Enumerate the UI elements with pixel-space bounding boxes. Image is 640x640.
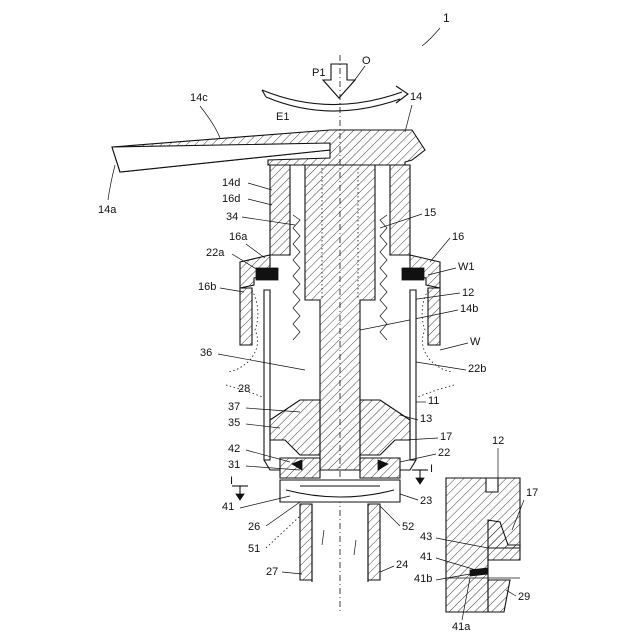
press-arrow-icon	[323, 64, 355, 98]
figure-number: 1	[422, 11, 450, 46]
leader-O	[350, 66, 365, 86]
label-51: 51	[248, 543, 260, 555]
label-E1: E1	[276, 111, 289, 123]
nozzle-head	[112, 130, 425, 172]
leader-22b	[416, 362, 466, 370]
label-14c: 14c	[190, 92, 208, 104]
label-26: 26	[248, 521, 260, 533]
check-valve	[280, 480, 400, 502]
label-W: W	[470, 336, 481, 348]
label-22a: 22a	[206, 247, 225, 259]
label-52: 52	[402, 521, 414, 533]
label-23: 23	[420, 495, 432, 507]
label-31: 31	[228, 459, 240, 471]
leader-14d	[248, 183, 272, 190]
label-35: 35	[228, 417, 240, 429]
label-37: 37	[228, 401, 240, 413]
detail-label-43: 43	[420, 531, 432, 543]
label-16d: 16d	[222, 193, 240, 205]
label-14: 14	[410, 91, 422, 103]
leader-14b	[360, 310, 458, 330]
label-41: 41	[222, 501, 234, 513]
leader-24	[380, 566, 394, 572]
label-22: 22	[438, 447, 450, 459]
leader-14c	[200, 106, 220, 138]
section-mark-left	[232, 486, 248, 500]
label-22b: 22b	[468, 363, 486, 375]
leader-16a	[246, 244, 265, 258]
label-42: 42	[228, 443, 240, 455]
detail-label-29: 29	[518, 591, 530, 603]
leader-14a	[108, 165, 115, 200]
label-13: 13	[420, 413, 432, 425]
section-mark-right	[412, 470, 428, 484]
spring-left	[293, 215, 300, 340]
label-P1: P1	[312, 67, 325, 79]
label-17: 17	[440, 431, 452, 443]
leader-36	[218, 354, 305, 370]
leader-27	[282, 572, 302, 574]
label-28: 28	[238, 383, 250, 395]
leader-26	[266, 502, 300, 526]
label-I-left: I	[230, 475, 233, 487]
seal-ring-right	[402, 268, 424, 280]
detail-label-12: 12	[492, 435, 504, 447]
label-36: 36	[200, 347, 212, 359]
leader-16	[430, 238, 450, 262]
label-16: 16	[452, 231, 464, 243]
detail-label-41: 41	[420, 551, 432, 563]
label-14d: 14d	[222, 177, 240, 189]
leader-16d	[248, 199, 272, 205]
label-24: 24	[396, 559, 408, 571]
label-27: 27	[266, 566, 278, 578]
svg-text:1: 1	[443, 11, 450, 25]
label-34: 34	[226, 211, 238, 223]
label-16b: 16b	[198, 281, 216, 293]
detail-label-41b: 41b	[414, 573, 432, 585]
label-14a: 14a	[98, 204, 117, 216]
label-W1: W1	[458, 261, 475, 273]
label-11: 11	[428, 395, 439, 407]
spring-right	[380, 215, 387, 340]
label-14b: 14b	[460, 303, 478, 315]
label-15: 15	[424, 207, 436, 219]
label-O: O	[362, 55, 371, 67]
leader-51	[266, 516, 300, 548]
label-16a: 16a	[229, 231, 248, 243]
seal-ring-left	[256, 268, 278, 280]
leader-52	[380, 506, 400, 526]
leader-23	[400, 494, 418, 500]
label-12-top: 12	[462, 287, 474, 299]
detail-label-41a: 41a	[452, 621, 471, 633]
leader-W	[440, 343, 468, 350]
leader-14	[405, 105, 412, 132]
leader-22	[400, 454, 436, 462]
label-I-right: I	[430, 463, 433, 475]
detail-label-17: 17	[526, 487, 538, 499]
rotation-arrow-icon	[262, 86, 408, 111]
